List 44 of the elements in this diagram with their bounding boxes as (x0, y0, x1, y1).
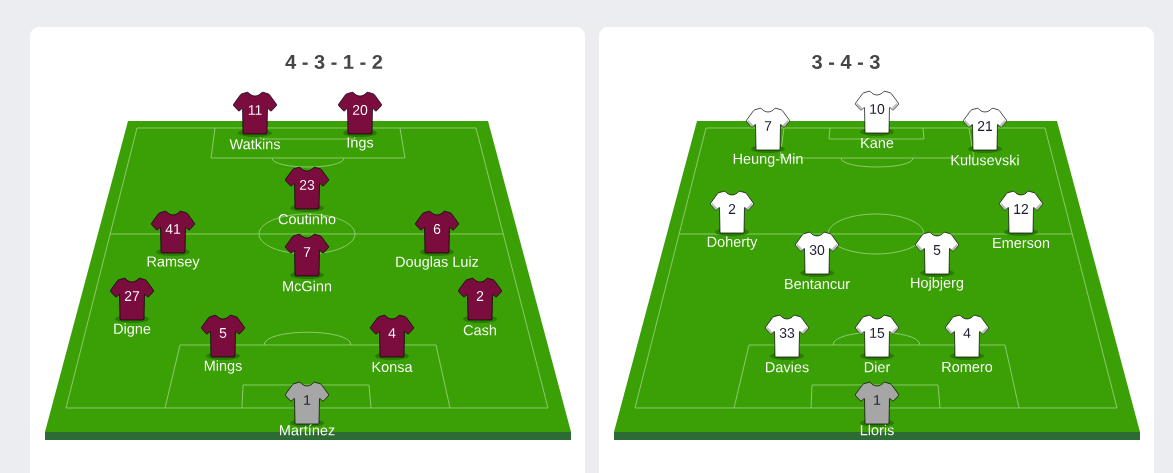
player-name: Hojbjerg (911, 277, 964, 291)
jersey: 23 (285, 166, 329, 212)
jersey: 41 (151, 210, 195, 256)
jersey: 20 (338, 91, 382, 137)
player-name: Cash (463, 324, 496, 336)
player-name: Douglas Luiz (396, 256, 479, 270)
formation-title: 4 - 3 - 1 - 2 (285, 54, 383, 70)
player-name: Dier (864, 361, 891, 373)
player-name: Davies (766, 361, 809, 373)
player-name: Coutinho (278, 213, 336, 225)
formation-title: 3 - 4 - 3 (812, 54, 880, 70)
player-name: McGinn (283, 280, 332, 292)
player-name: Bentancur (785, 278, 850, 290)
player-name: Konsa (372, 361, 413, 373)
player-name: Kane (861, 137, 894, 149)
jersey: 21 (963, 107, 1007, 153)
player-name: Lloris (860, 424, 894, 436)
jersey: 30 (795, 231, 839, 277)
jersey: 5 (201, 314, 245, 360)
jersey: 11 (233, 91, 277, 137)
player-name: Ings (347, 137, 374, 151)
jersey: 7 (285, 233, 329, 279)
player-name: Heung-Min (733, 153, 803, 167)
jersey: 27 (110, 277, 154, 323)
player-name: Mings (204, 360, 242, 374)
player-name: Romero (942, 361, 993, 373)
jersey: 6 (415, 210, 459, 256)
player-name: Martínez (280, 424, 335, 436)
jersey: 4 (370, 314, 414, 360)
jersey: 10 (855, 90, 899, 136)
jersey: 5 (915, 231, 959, 277)
jersey: 33 (765, 314, 809, 360)
jersey: 15 (855, 314, 899, 360)
jersey: 7 (746, 107, 790, 153)
jersey: 4 (945, 314, 989, 360)
player-name: Emerson (993, 237, 1050, 249)
player-name: Doherty (707, 236, 758, 250)
player-name: Kulusevski (951, 154, 1019, 166)
jersey: 2 (458, 277, 502, 323)
player-name: Watkins (229, 138, 280, 150)
jersey: 12 (999, 190, 1043, 236)
player-name: Ramsey (147, 256, 200, 270)
jersey: 2 (710, 190, 754, 236)
player-name: Digne (114, 323, 151, 337)
